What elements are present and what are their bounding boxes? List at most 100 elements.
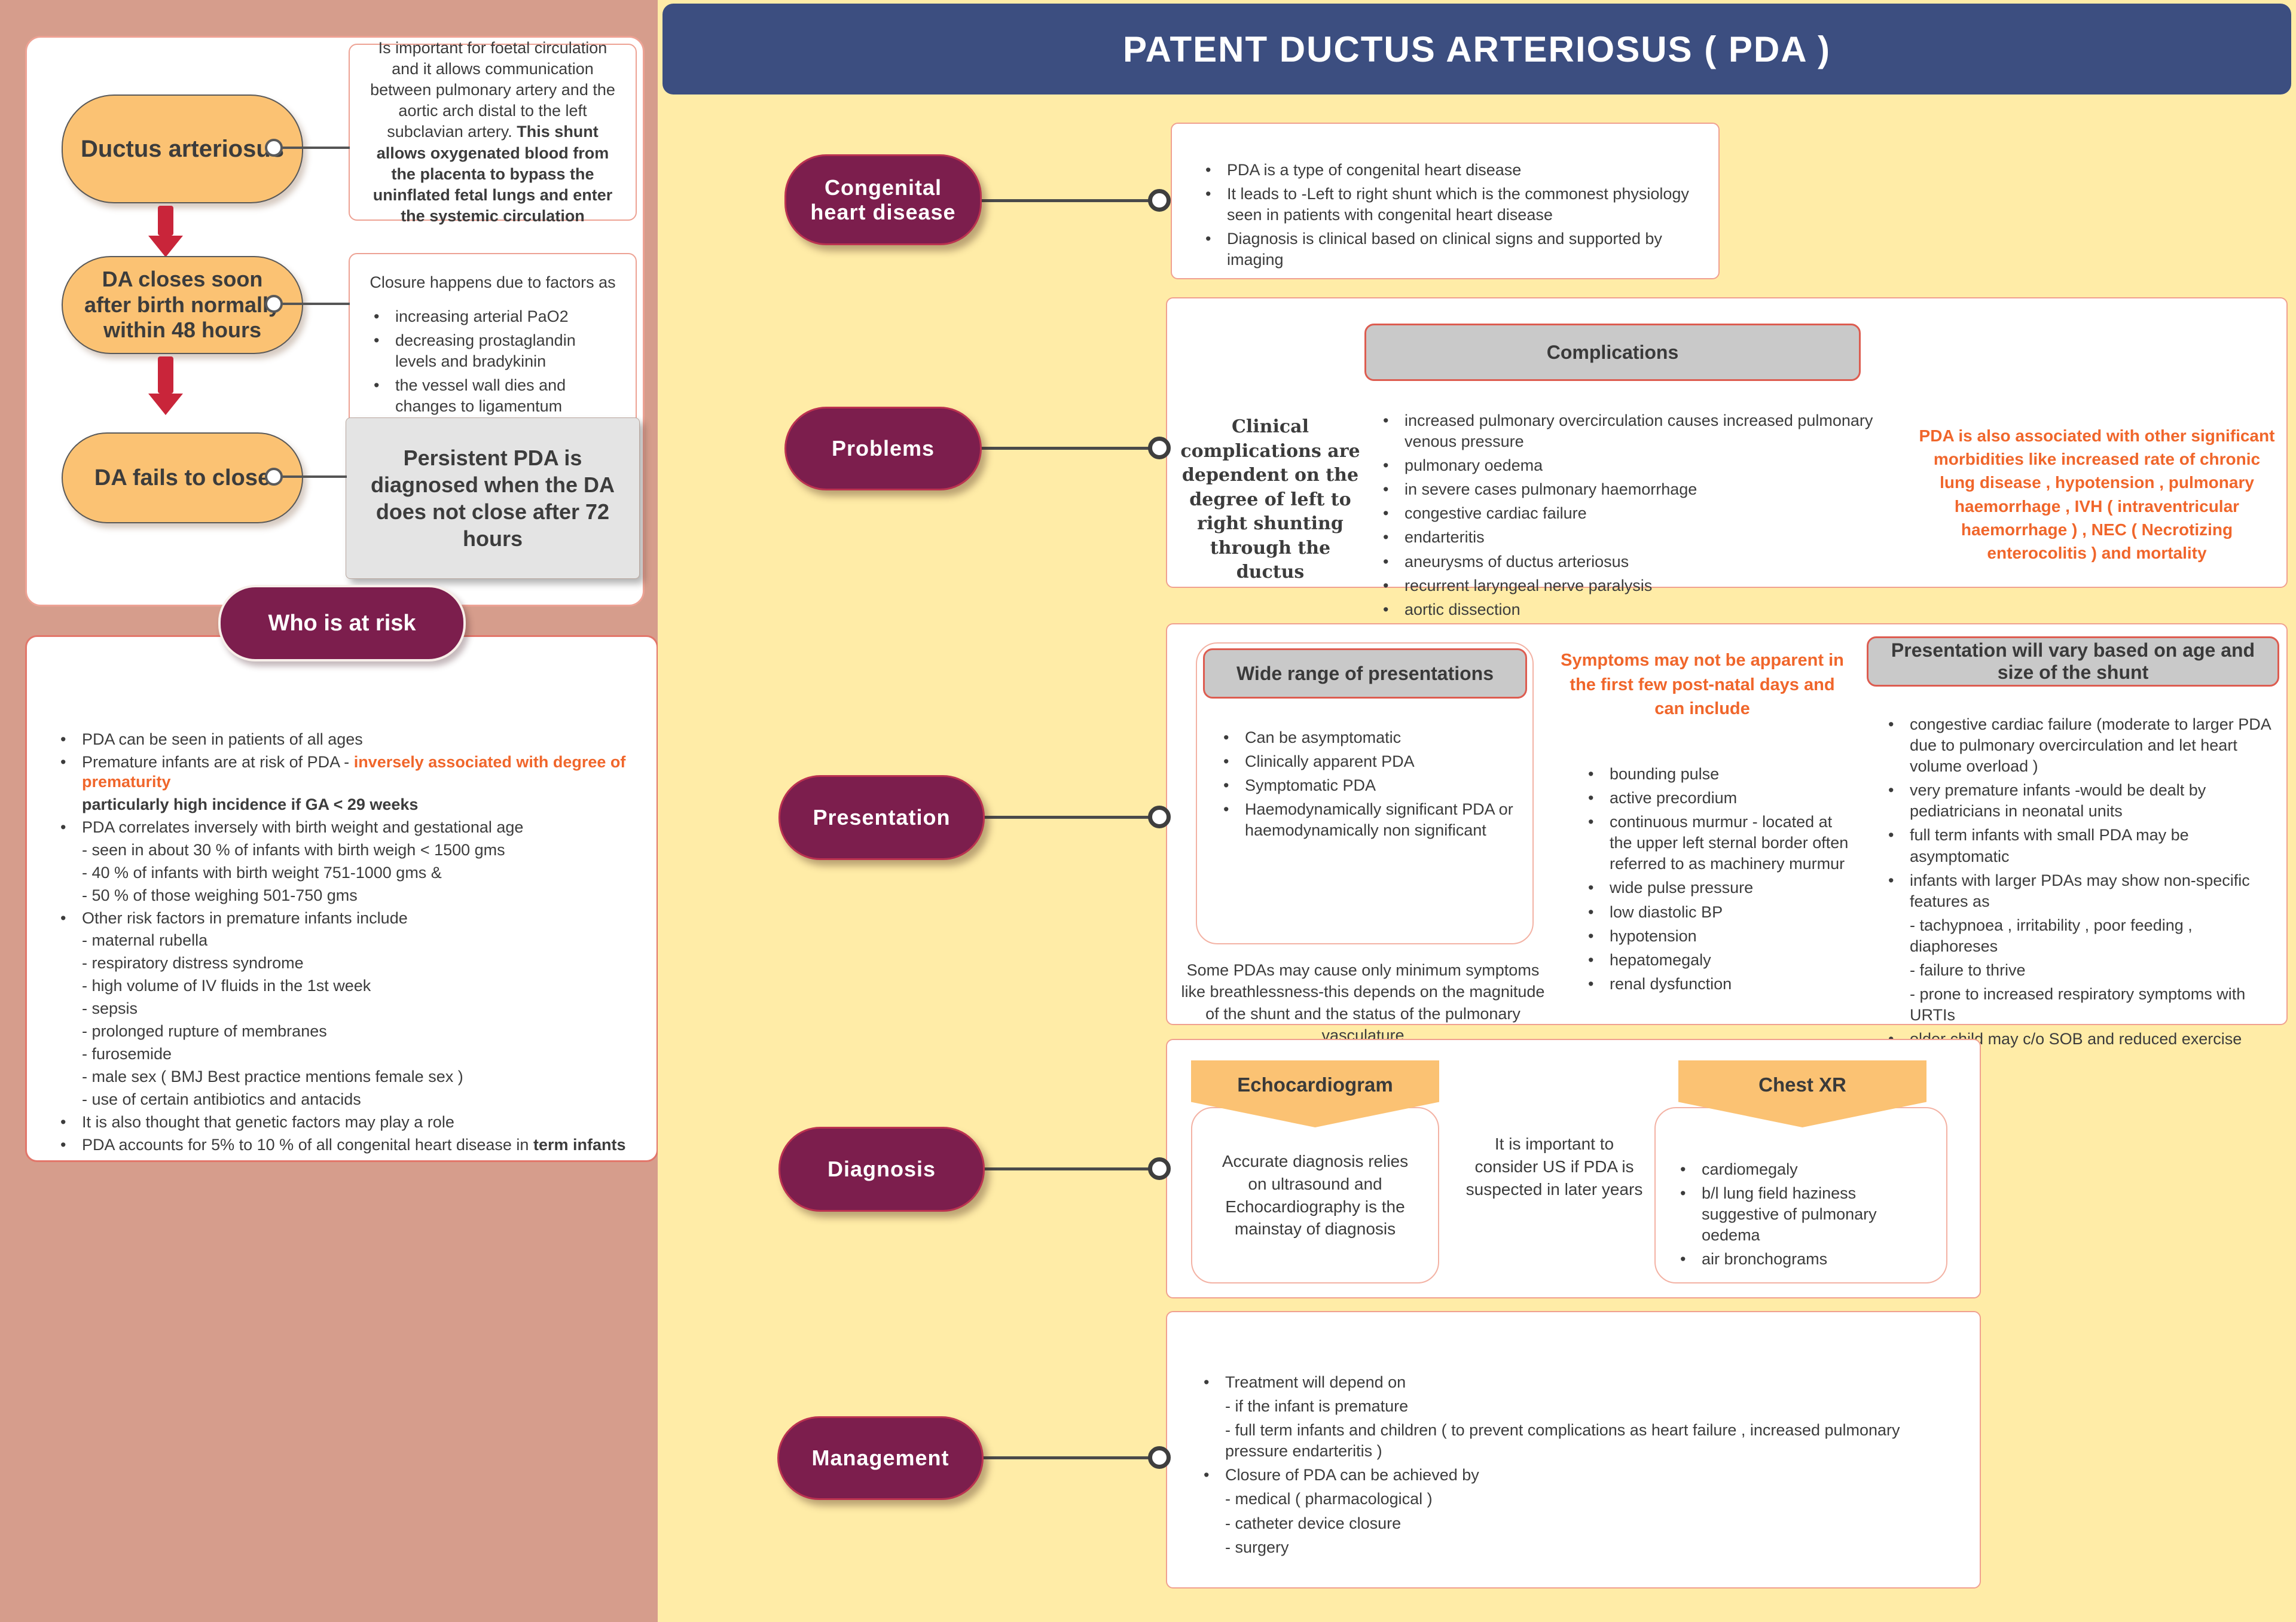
list-item: PDA is a type of congenital heart diseas… [1196, 160, 1700, 181]
complications-header: Complications [1364, 324, 1861, 381]
list-item: bounding pulse [1578, 764, 1851, 785]
list-item: - prolonged rupture of membranes [82, 1022, 327, 1041]
list-item: It leads to -Left to right shunt which i… [1196, 184, 1700, 225]
list-item: Premature infants are at risk of PDA - i… [51, 752, 637, 792]
management-list: Treatment will depend on - if the infant … [1194, 1372, 1956, 1558]
wide-range-header: Wide range of presentations [1203, 648, 1527, 699]
list-item: congestive cardiac failure (moderate to … [1879, 714, 2276, 777]
risk-card: PDA can be seen in patients of all agesP… [25, 635, 658, 1162]
list-item: hypotension [1578, 926, 1851, 947]
list-item: full term infants with small PDA may be … [1879, 825, 2276, 867]
list-item: Can be asymptomatic [1214, 727, 1516, 748]
problems-box: Complications Clinical complications are… [1166, 297, 2288, 620]
list-item: very premature infants -would be dealt b… [1879, 780, 2276, 822]
list-item: PDA can be seen in patients of all ages [51, 730, 637, 749]
arrow-down-icon [148, 356, 184, 415]
main-area: PATENT DUCTUS ARTERIOSUS ( PDA ) Congeni… [658, 0, 2296, 1622]
connector-dot-icon [1148, 1157, 1171, 1180]
list-item: - failure to thrive [1910, 961, 2026, 980]
flow-node-da-closes: DA closes soon after birth normally with… [62, 256, 303, 354]
list-item: - 40 % of infants with birth weight 751-… [82, 863, 442, 882]
list-item: - high volume of IV fluids in the 1st we… [82, 977, 371, 995]
badge-congenital-heart-disease: Congenital heart disease [784, 154, 982, 245]
connector-dot-icon [265, 468, 283, 486]
symptoms-list: bounding pulseactive precordiumcontinuou… [1578, 761, 1851, 998]
symptoms-header: Symptoms may not be apparent in the firs… [1561, 651, 1844, 719]
connector-line [278, 475, 347, 478]
congenital-list: PDA is a type of congenital heart diseas… [1196, 160, 1700, 270]
list-item: - catheter device closure [1225, 1514, 1402, 1532]
badge-problems: Problems [784, 407, 982, 490]
list-item: - tachypnoea , irritability , poor feedi… [1910, 916, 2193, 955]
list-item: - maternal rubella [82, 931, 208, 950]
list-item: air bronchograms [1671, 1249, 1931, 1270]
flow-note-foetal-circulation: Is important for foetal circulation and … [349, 39, 637, 225]
page-title: PATENT DUCTUS ARTERIOSUS ( PDA ) [1123, 29, 1831, 69]
echo-note: Accurate diagnosis relies on ultrasound … [1222, 1151, 1409, 1239]
list-item: PDA correlates inversely with birth weig… [51, 818, 637, 837]
list-item: wide pulse pressure [1578, 877, 1851, 898]
list-item: continuous murmur - located at the upper… [1578, 812, 1851, 874]
list-item: renal dysfunction [1578, 974, 1851, 995]
list-item: low diastolic BP [1578, 902, 1851, 923]
list-item: decreasing prostaglandin levels and brad… [364, 330, 621, 372]
vary-header: Presentation will vary based on age and … [1867, 636, 2279, 687]
problems-left-note: Clinical complications are dependent on … [1180, 416, 1360, 583]
diagnosis-mid-note: It is important to consider US if PDA is… [1465, 1135, 1643, 1199]
badge-presentation: Presentation [778, 775, 985, 860]
connector-line [984, 816, 1163, 819]
flow-node-ductus-arteriosus: Ductus arteriosus [62, 94, 303, 203]
badge-diagnosis: Diagnosis [778, 1127, 985, 1212]
list-item: increased pulmonary overcirculation caus… [1373, 410, 1879, 452]
connector-dot-icon [1148, 806, 1171, 828]
wide-range-subbox: Wide range of presentations Can be asymp… [1196, 642, 1534, 944]
connector-dot-icon [1148, 1446, 1171, 1469]
cxr-list: cardiomegalyb/l lung field haziness sugg… [1671, 1159, 1931, 1270]
title-bar: PATENT DUCTUS ARTERIOSUS ( PDA ) [662, 4, 2291, 94]
list-item: Symptomatic PDA [1214, 775, 1516, 796]
diagnosis-box: Accurate diagnosis relies on ultrasound … [1166, 1039, 1981, 1298]
flow-node-da-fails: DA fails to close [62, 432, 303, 523]
list-item: PDA accounts for 5% to 10 % of all conge… [51, 1135, 637, 1155]
connector-line [984, 1167, 1163, 1170]
list-item: Haemodynamically significant PDA or haem… [1214, 799, 1516, 841]
complications-list: increased pulmonary overcirculation caus… [1373, 407, 1879, 623]
list-item: - medical ( pharmacological ) [1225, 1490, 1433, 1508]
list-item: - prone to increased respiratory symptom… [1910, 985, 2246, 1025]
problems-right-note: PDA is also associated with other signif… [1919, 426, 2275, 562]
wide-range-list: Can be asymptomaticClinically apparent P… [1214, 724, 1516, 844]
list-item: It is also thought that genetic factors … [51, 1112, 637, 1132]
list-item: aortic dissection [1373, 599, 1879, 620]
list-item: Clinically apparent PDA [1214, 751, 1516, 772]
list-item: - furosemide [82, 1045, 172, 1063]
connector-line [982, 1456, 1163, 1459]
vary-list: congestive cardiac failure (moderate to … [1879, 711, 2276, 1074]
connector-line [981, 199, 1160, 202]
persistent-pda-note: Persistent PDA is diagnosed when the DA … [346, 417, 640, 579]
echo-note-box: Accurate diagnosis relies on ultrasound … [1191, 1107, 1439, 1283]
note-text-bold: This shunt allows oxygenated blood from … [373, 123, 613, 225]
list-item: in severe cases pulmonary haemorrhage [1373, 479, 1879, 500]
list-item: - respiratory distress syndrome [82, 954, 304, 972]
list-item: - if the infant is premature [1225, 1397, 1409, 1416]
who-is-at-risk-badge: Who is at risk [218, 585, 466, 661]
note-text: Is important for foetal circulation and … [370, 39, 615, 141]
congenital-box: PDA is a type of congenital heart diseas… [1171, 123, 1720, 279]
list-item: Diagnosis is clinical based on clinical … [1196, 228, 1700, 270]
flow-note-closure-factors: Closure happens due to factors as increa… [349, 253, 637, 437]
connector-dot-icon [1148, 437, 1171, 459]
list-item: particularly high incidence if GA < 29 w… [82, 795, 419, 813]
list-item: endarteritis [1373, 527, 1879, 548]
list-item: - surgery [1225, 1538, 1289, 1556]
list-item: recurrent laryngeal nerve paralysis [1373, 575, 1879, 596]
cxr-note-box: cardiomegalyb/l lung field haziness sugg… [1654, 1107, 1947, 1283]
connector-line [981, 447, 1163, 450]
connector-line [278, 147, 350, 149]
list-item: infants with larger PDAs may show non-sp… [1879, 870, 2276, 912]
list-item: Treatment will depend on [1194, 1372, 1956, 1393]
badge-management: Management [777, 1416, 984, 1500]
sidebar: Ductus arteriosus Is important for foeta… [0, 0, 665, 1622]
connector-dot-icon [265, 139, 283, 157]
list-item: - use of certain antibiotics and antacid… [82, 1090, 361, 1108]
wide-range-note: Some PDAs may cause only minimum symptom… [1181, 961, 1545, 1045]
